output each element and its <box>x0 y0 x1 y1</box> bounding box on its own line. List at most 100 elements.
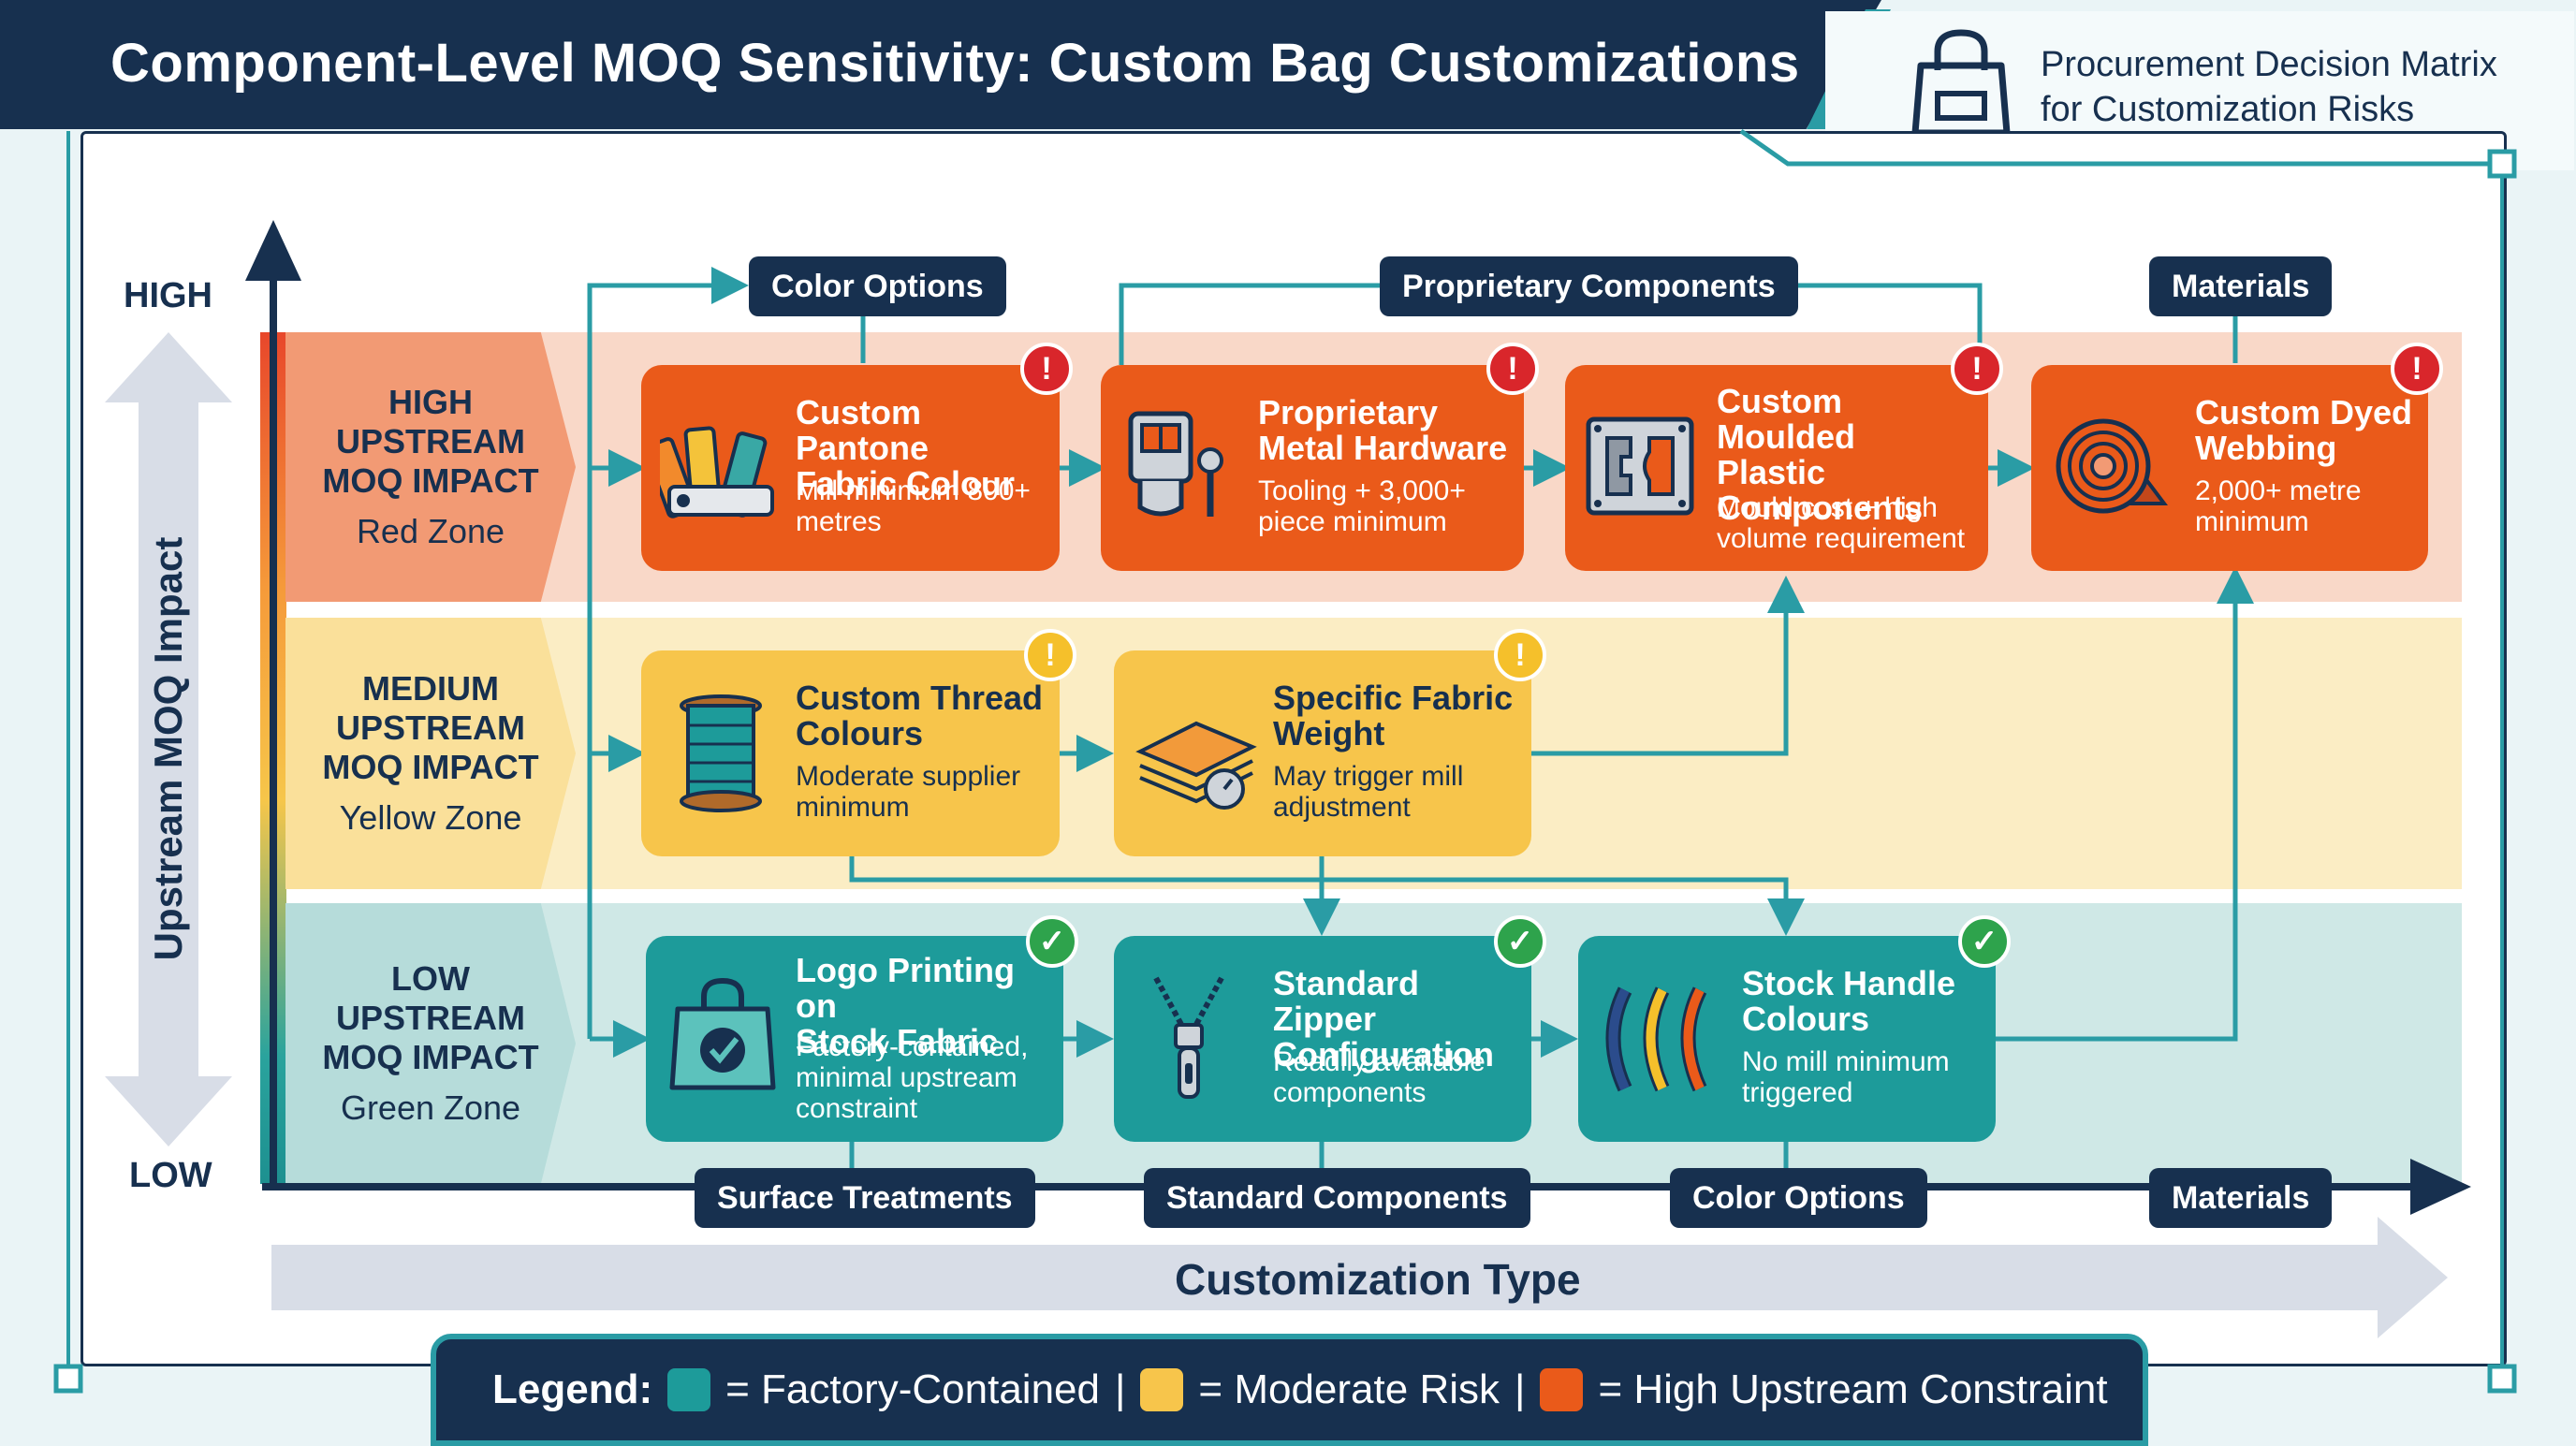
printed-bag-icon <box>669 977 776 1090</box>
zone-high-line-2: UPSTREAM <box>335 422 525 460</box>
check-badge-icon: ✓ <box>1958 915 2011 968</box>
card-handle-desc-1: No mill minimum <box>1742 1046 1950 1077</box>
legend-yellow-label: = Moderate Risk <box>1198 1366 1500 1412</box>
card-zipper-desc-2: components <box>1273 1077 1427 1108</box>
mould-icon <box>1586 416 1694 516</box>
card-logo-printing-on-stock-fabric[interactable]: Logo Printing on Stock Fabric Factory-co… <box>646 936 1063 1142</box>
warning-badge-icon: ! <box>1020 343 1073 395</box>
connector-lines <box>587 267 2254 1175</box>
page-title: Component-Level MOQ Sensitivity: Custom … <box>110 33 1800 94</box>
card-webbing-title-2: Webbing <box>2195 429 2337 467</box>
zone-label-medium: MEDIUM UPSTREAM MOQ IMPACT Yellow Zone <box>285 618 576 889</box>
tag-color-options-bottom: Color Options <box>1670 1168 1927 1228</box>
card-thread-desc: Moderate supplier minimum <box>796 761 1020 823</box>
card-hardware-desc: Tooling + 3,000+ piece minimum <box>1258 475 1466 537</box>
subtitle-line-2: for Customization Risks <box>2041 90 2415 129</box>
card-custom-dyed-webbing[interactable]: Custom Dyed Webbing 2,000+ metre minimum <box>2031 365 2428 571</box>
card-thread-desc-1: Moderate supplier <box>796 761 1021 792</box>
zone-high-name: Red Zone <box>356 512 505 550</box>
card-hardware-desc-2: piece minimum <box>1258 506 1447 537</box>
y-axis-arrow <box>245 220 301 1189</box>
card-custom-moulded-plastic-components[interactable]: Custom Moulded Plastic Components Mould … <box>1565 365 1988 571</box>
card-standard-zipper-configuration[interactable]: Standard Zipper Configuration Readily av… <box>1114 936 1531 1142</box>
thread-spool-icon <box>680 694 762 812</box>
fabric-stack-weight-icon <box>1135 721 1257 810</box>
card-thread-title-2: Colours <box>796 714 924 752</box>
card-zipper-desc-1: Readily available <box>1273 1046 1486 1077</box>
card-specific-fabric-weight[interactable]: Specific Fabric Weight May trigger mill … <box>1114 650 1531 856</box>
card-thread-desc-2: minimum <box>796 792 910 823</box>
card-moulded-title-2: Plastic <box>1717 453 1826 491</box>
y-axis-high-label: HIGH <box>124 276 212 315</box>
handles-icon <box>1605 986 1707 1092</box>
zone-medium-name: Yellow Zone <box>339 798 522 837</box>
card-weight-title-2: Weight <box>1273 714 1385 752</box>
card-hardware-title-2: Metal Hardware <box>1258 429 1508 467</box>
card-weight-desc-2: adjustment <box>1273 792 1411 823</box>
card-logo-title: Logo Printing on Stock Fabric <box>796 953 1063 1059</box>
card-proprietary-metal-hardware[interactable]: Proprietary Metal Hardware Tooling + 3,0… <box>1101 365 1524 571</box>
x-axis-band-arrow <box>271 1217 2448 1338</box>
legend-swatch-red <box>1540 1368 1584 1411</box>
card-logo-desc-3: constraint <box>796 1093 918 1124</box>
zone-low-name: Green Zone <box>340 1088 521 1127</box>
card-pantone-title-1: Custom Pantone <box>796 393 929 467</box>
card-webbing-desc-2: minimum <box>2195 506 2309 537</box>
card-weight-desc: May trigger mill adjustment <box>1273 761 1463 823</box>
y-axis-low-label: LOW <box>129 1156 212 1195</box>
check-badge-icon: ✓ <box>1026 915 1078 968</box>
card-logo-title-2: Stock Fabric <box>796 1022 999 1060</box>
card-custom-pantone-fabric-colour[interactable]: Custom Pantone Fabric Colour Mill minimu… <box>641 365 1060 571</box>
zone-label-high: HIGH UPSTREAM MOQ IMPACT Red Zone <box>285 332 576 602</box>
zone-low-line-3: MOQ IMPACT <box>322 1038 539 1076</box>
legend-red-label: = High Upstream Constraint <box>1598 1366 2108 1412</box>
tag-proprietary-components: Proprietary Components <box>1380 256 1798 316</box>
card-hardware-title-1: Proprietary <box>1258 393 1439 431</box>
card-hardware-desc-1: Tooling + 3,000+ <box>1258 475 1466 506</box>
card-handle-desc-2: triggered <box>1742 1077 1853 1108</box>
card-pantone-title-2: Fabric Colour <box>796 464 1016 503</box>
check-badge-icon: ✓ <box>1494 915 1546 968</box>
card-pantone-desc: Mill minimum 800+ metres <box>796 475 1031 537</box>
tag-color-options-top: Color Options <box>749 256 1006 316</box>
tag-surface-treatments: Surface Treatments <box>695 1168 1035 1228</box>
card-webbing-title-1: Custom Dyed <box>2195 393 2413 431</box>
card-logo-desc-1: Factory-contained, <box>796 1031 1029 1062</box>
card-moulded-desc-2: volume requirement <box>1717 523 1966 554</box>
card-custom-thread-colours[interactable]: Custom Thread Colours Moderate supplier … <box>641 650 1060 856</box>
card-moulded-title-1: Custom Moulded <box>1717 382 1855 456</box>
zone-high-line-3: MOQ IMPACT <box>322 461 539 500</box>
card-pantone-title: Custom Pantone Fabric Colour <box>796 395 1060 502</box>
legend-teal-label: = Factory-Contained <box>725 1366 1100 1412</box>
legend-swatch-yellow <box>1140 1368 1184 1411</box>
frame-decoration <box>53 128 2517 1394</box>
legend-separator: | <box>1114 1366 1126 1412</box>
card-handle-title-2: Colours <box>1742 1000 1870 1038</box>
card-weight-desc-1: May trigger mill <box>1273 761 1464 792</box>
card-thread-title-1: Custom Thread <box>796 679 1044 717</box>
zone-high-line-1: HIGH <box>388 383 473 421</box>
card-zipper-desc: Readily available components <box>1273 1046 1486 1108</box>
card-logo-desc-2: minimal upstream <box>796 1062 1017 1093</box>
card-logo-title-1: Logo Printing on <box>796 951 1015 1025</box>
card-zipper-title: Standard Zipper Configuration <box>1273 966 1531 1073</box>
tag-standard-components: Standard Components <box>1144 1168 1530 1228</box>
card-weight-title-1: Specific Fabric <box>1273 679 1514 717</box>
card-moulded-desc: Mould cost + high volume requirement <box>1717 492 1965 554</box>
warning-badge-icon: ! <box>2391 343 2443 395</box>
metal-buckle-icon <box>1128 411 1223 517</box>
tag-materials-bottom: Materials <box>2149 1168 2333 1228</box>
zone-label-low: LOW UPSTREAM MOQ IMPACT Green Zone <box>285 903 576 1184</box>
card-pantone-desc-1: Mill minimum 800+ <box>796 475 1031 506</box>
card-zipper-title-1: Standard Zipper <box>1273 964 1420 1038</box>
warning-badge-icon: ! <box>1951 343 2003 395</box>
card-zipper-title-2: Configuration <box>1273 1035 1494 1074</box>
card-hardware-title: Proprietary Metal Hardware <box>1258 395 1507 466</box>
card-webbing-desc: 2,000+ metre minimum <box>2195 475 2362 537</box>
header-bar <box>0 0 1881 129</box>
card-handle-desc: No mill minimum triggered <box>1742 1046 1950 1108</box>
legend-swatch-teal <box>667 1368 711 1411</box>
card-stock-handle-colours[interactable]: Stock Handle Colours No mill minimum tri… <box>1578 936 1996 1142</box>
color-swatch-icon <box>660 426 774 519</box>
